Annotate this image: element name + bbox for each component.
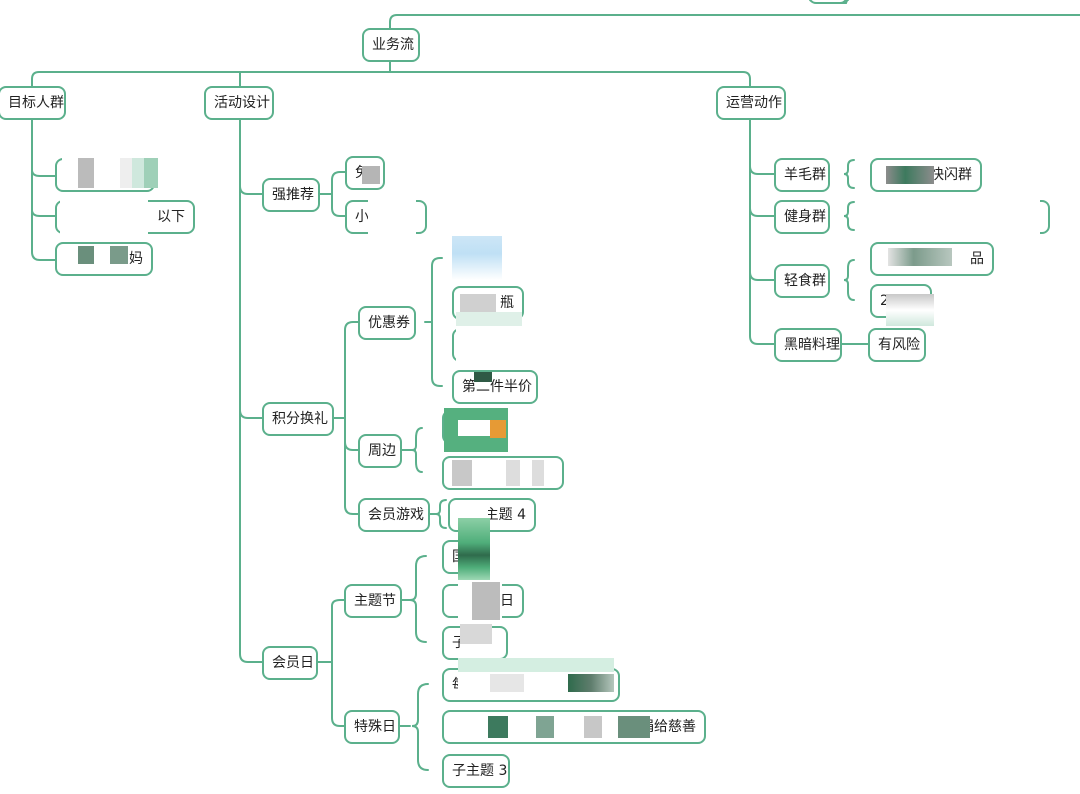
node-theme-fest[interactable]: 主题节: [344, 584, 402, 618]
redaction-coupon-2: [460, 294, 496, 312]
redaction-target-3: [78, 246, 128, 264]
redaction-target-2: [60, 198, 148, 234]
node-light-meal-group[interactable]: 轻食群: [774, 264, 830, 298]
redaction-fitness: [860, 196, 1040, 236]
connector-game-brace: [429, 499, 447, 529]
redaction-coupon-4: [474, 372, 492, 382]
redaction-merch-1b: [458, 420, 490, 436]
connector-theme-brace: [401, 555, 427, 643]
connector-root-bus: [389, 14, 1080, 29]
node-activity-design[interactable]: 活动设计: [204, 86, 274, 120]
redaction-merch-1c: [490, 420, 506, 438]
redaction-merch-2: [446, 460, 546, 486]
node-wool-group[interactable]: 羊毛群: [774, 158, 830, 192]
redaction-coupon-3: [456, 312, 522, 364]
node-dark-1[interactable]: 有风险: [868, 328, 926, 362]
node-special-day[interactable]: 特殊日: [344, 710, 400, 744]
node-merch[interactable]: 周边: [358, 434, 402, 468]
node-business-flow[interactable]: 业务流: [362, 28, 420, 62]
node-coupon[interactable]: 优惠券: [358, 306, 416, 340]
redaction-light-2: [886, 294, 934, 326]
redaction-target-1: [62, 158, 160, 188]
redaction-coupon-1: [452, 236, 502, 280]
node-member-game[interactable]: 会员游戏: [358, 498, 430, 532]
node-fitness-group[interactable]: 健身群: [774, 200, 830, 234]
redaction-sr-2: [368, 198, 416, 236]
node-points-exchange[interactable]: 积分换礼: [262, 402, 334, 436]
redaction-wool: [886, 166, 934, 184]
redaction-sr: [362, 166, 380, 184]
connector-coupon-brace: [424, 257, 443, 387]
connector-bus-l2: [31, 71, 751, 89]
connector-fitness-brace: [843, 201, 855, 231]
redaction-special-1b: [490, 674, 524, 692]
node-target-users[interactable]: 目标人群: [0, 86, 66, 120]
node-special-3[interactable]: 子主题 3: [442, 754, 510, 788]
connector-member-day: [317, 599, 346, 727]
root-node[interactable]: [808, 0, 848, 4]
connector-strong: [319, 171, 346, 217]
node-dark-cuisine[interactable]: 黑暗料理: [774, 328, 842, 362]
redaction-theme-3: [460, 624, 492, 644]
connector-light-brace: [843, 259, 855, 301]
redaction-theme: [458, 518, 490, 580]
connector-wool-brace: [843, 159, 855, 189]
connector-points: [333, 321, 359, 515]
connector-target: [31, 117, 56, 261]
node-coupon-4[interactable]: 第二件半价: [452, 370, 538, 404]
node-strong-recommend[interactable]: 强推荐: [262, 178, 320, 212]
node-operations[interactable]: 运营动作: [716, 86, 786, 120]
node-member-day[interactable]: 会员日: [262, 646, 318, 680]
connector-ops-trunk: [749, 117, 775, 345]
connector-special-brace: [399, 683, 429, 771]
redaction-light-1: [888, 248, 952, 266]
connector-activity-trunk: [239, 117, 263, 663]
connector-merch-brace: [399, 427, 423, 473]
redaction-special-1c: [568, 674, 614, 692]
redaction-theme-2: [458, 582, 502, 620]
redaction-special-2: [456, 716, 650, 738]
